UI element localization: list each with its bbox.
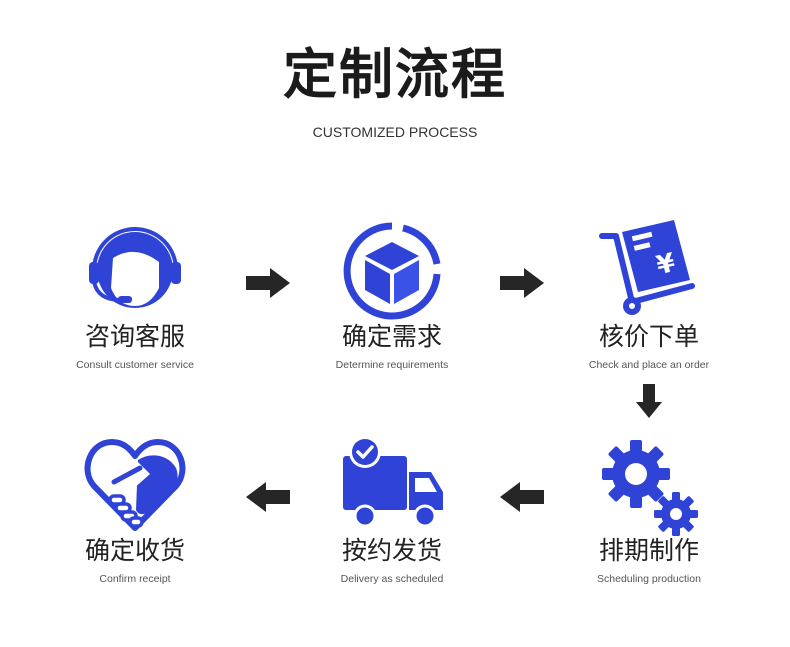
gears-icon [602, 440, 698, 536]
step-label: 咨询客服 [84, 322, 185, 351]
step-label: 核价下单 [598, 322, 699, 351]
order-cart-icon: ¥ [599, 220, 695, 315]
step-sublabel: Consult customer service [76, 359, 194, 371]
page-title: 定制流程 [283, 43, 507, 106]
delivery-truck-icon [343, 436, 443, 528]
step-label: 确定收货 [84, 536, 185, 565]
step-label: 确定需求 [341, 322, 442, 351]
step-sublabel: Determine requirements [335, 359, 449, 371]
handshake-heart-icon [84, 439, 186, 531]
arrow-down-icon [636, 384, 662, 418]
arrow-right-icon [500, 268, 544, 298]
arrow-left-icon [500, 482, 544, 512]
box-icon [343, 222, 441, 320]
step-sublabel: Confirm receipt [99, 573, 171, 585]
arrow-right-icon [246, 268, 290, 298]
step-sublabel: Delivery as scheduled [340, 573, 444, 585]
step-label: 按约发货 [341, 536, 442, 565]
arrow-left-icon [246, 482, 290, 512]
step-sublabel: Check and place an order [588, 359, 710, 371]
step-sublabel: Scheduling production [597, 573, 701, 585]
step-label: 排期制作 [598, 536, 699, 565]
page-subtitle: CUSTOMIZED PROCESS [312, 124, 478, 140]
customer-service-icon [89, 227, 181, 308]
